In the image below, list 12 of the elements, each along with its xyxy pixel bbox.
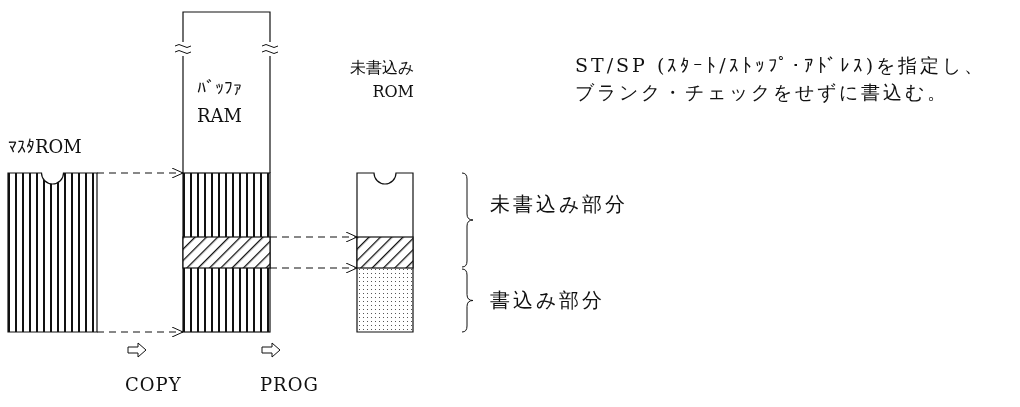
step-label: COPY xyxy=(125,374,182,396)
region-label: 未書込み部分 xyxy=(490,193,628,215)
region-label: 書込み部分 xyxy=(490,289,605,311)
note-text: ST/SP (ｽﾀｰﾄ/ｽﾄｯﾌﾟ･ｱﾄﾞﾚｽ)を指定し、ブランク・チェックをせずに書込む。 xyxy=(575,53,988,105)
step-label: PROG xyxy=(260,374,319,396)
hatched-band xyxy=(357,237,413,268)
chip-label: 未書込み ROM xyxy=(349,57,414,103)
chip-label: ﾊﾞｯﾌｧ RAM xyxy=(197,76,243,128)
arrow xyxy=(96,326,184,338)
hatched-band xyxy=(183,237,270,268)
arrow xyxy=(96,167,184,179)
chip-label: ﾏｽﾀROM xyxy=(8,136,82,158)
